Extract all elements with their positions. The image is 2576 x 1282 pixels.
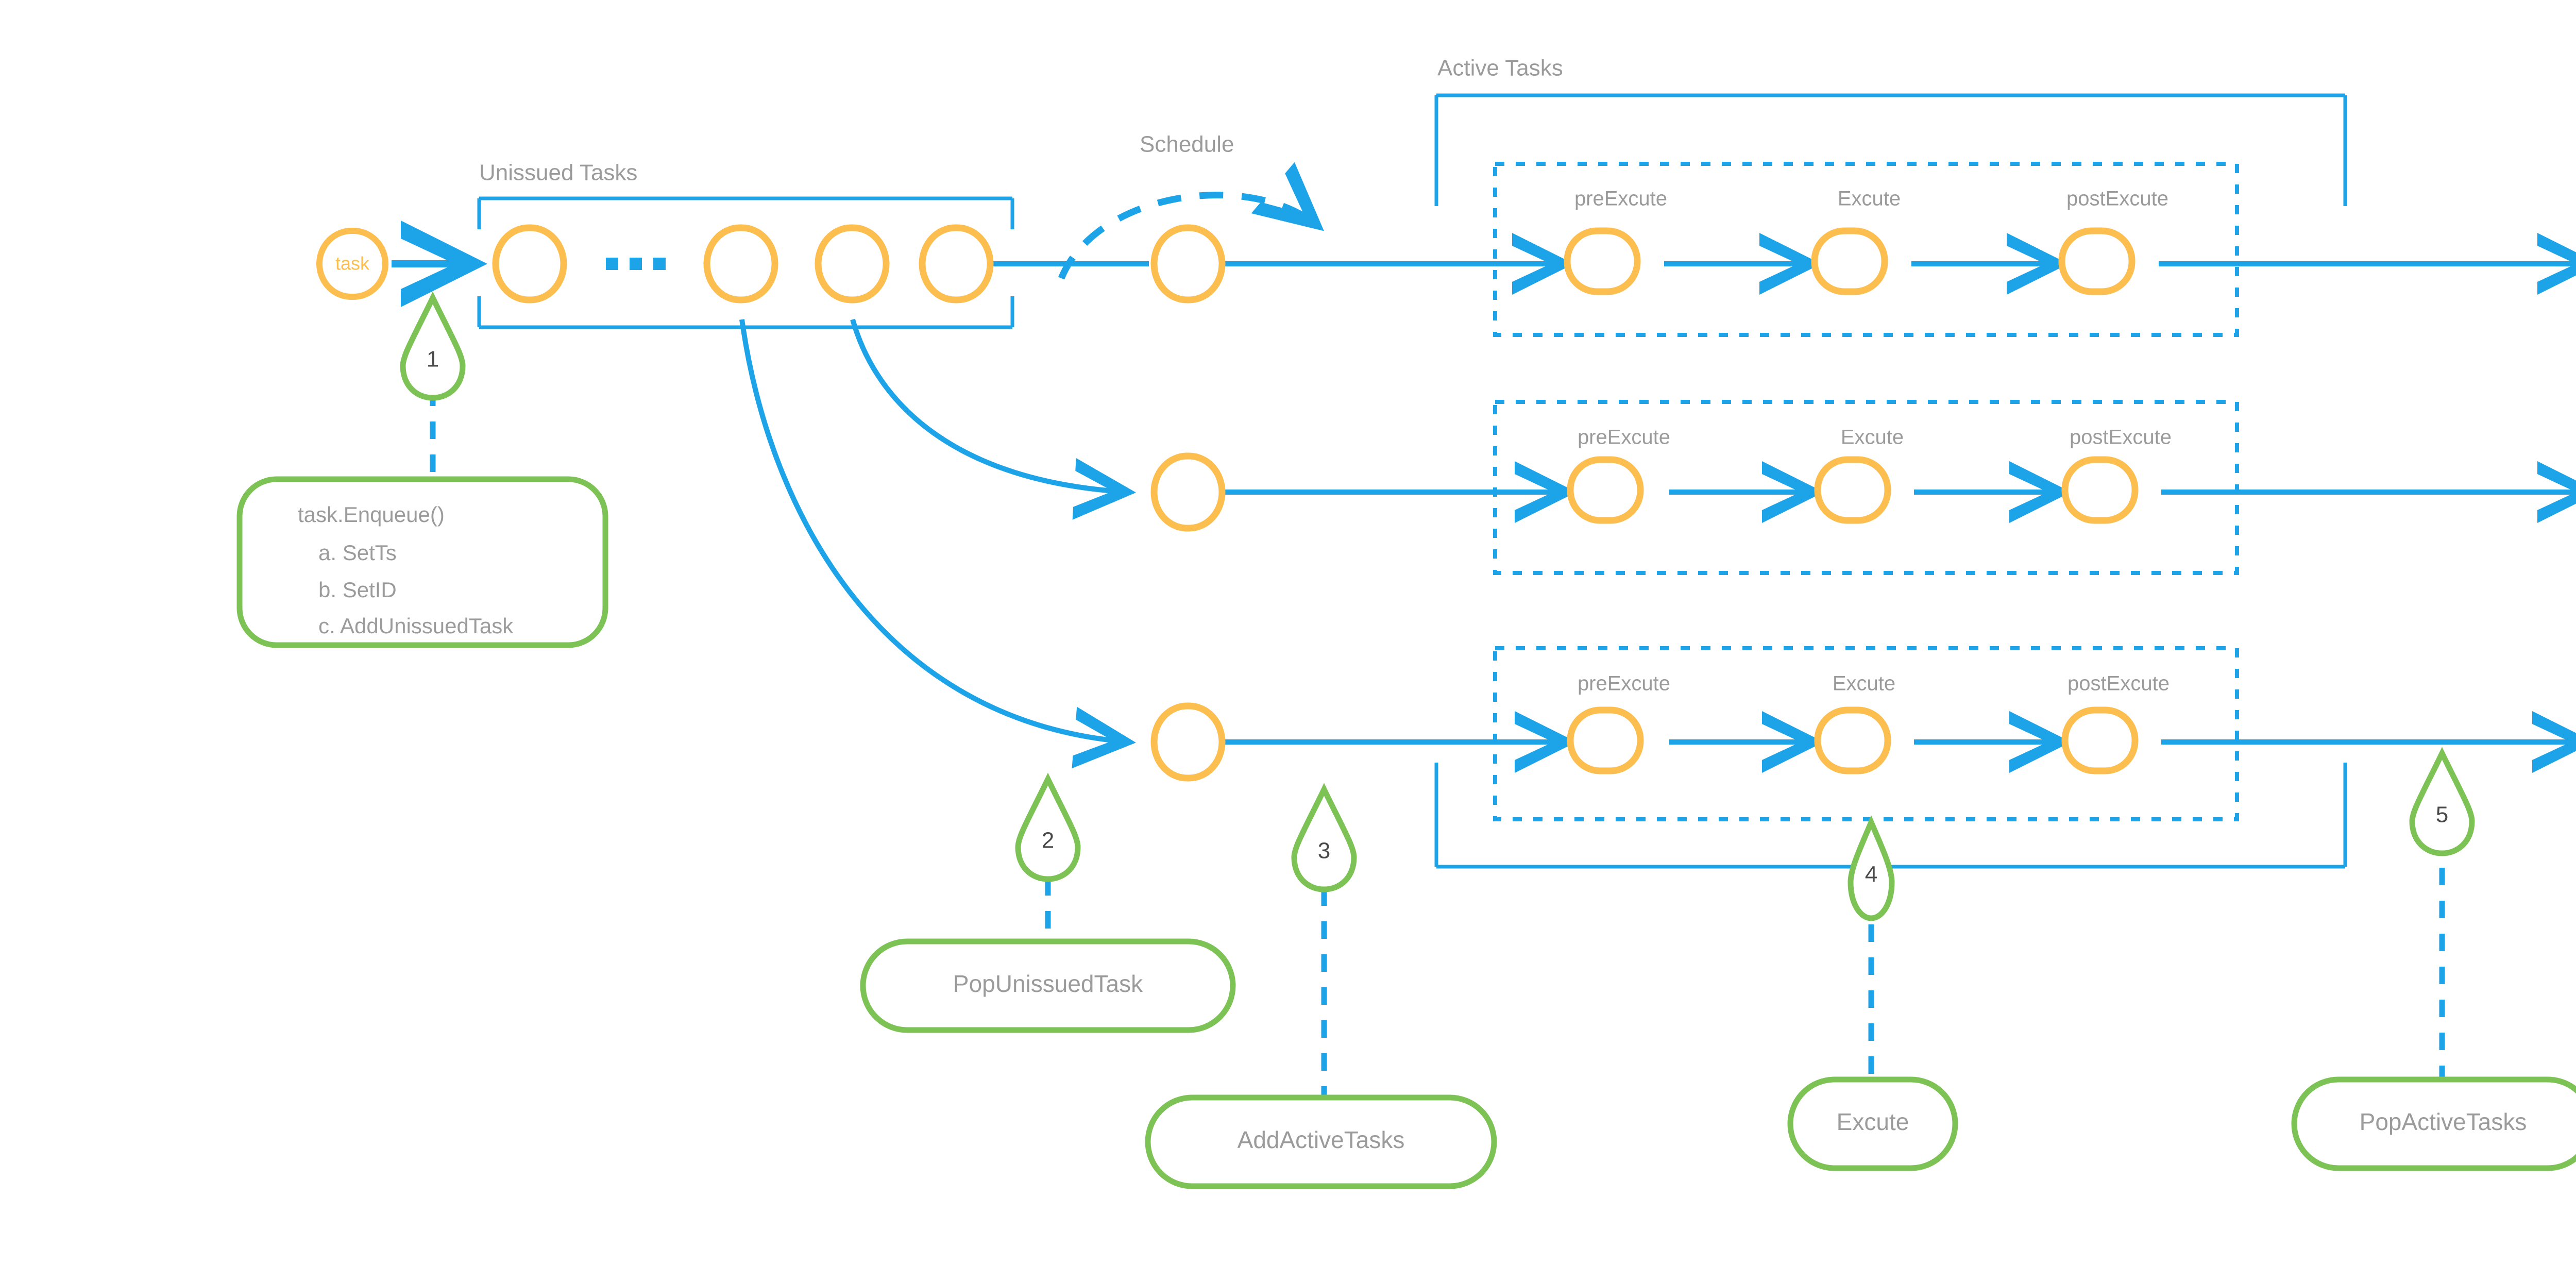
step-marker-4[interactable]: [1848, 815, 1895, 921]
callout-excute-label: Excute: [1837, 1108, 1909, 1135]
stage-node-excute-row2[interactable]: [1814, 456, 1891, 524]
queue-node-1[interactable]: [492, 224, 567, 303]
row3-flow: [739, 319, 2576, 773]
schedule-dashed-arrow: [1058, 162, 1324, 280]
stage-node-preexcute-row3[interactable]: [1567, 706, 1644, 774]
node-task[interactable]: [316, 228, 388, 300]
pipeline-dashed-box-row2: [1493, 400, 2239, 575]
stage-label-excute-row3: Excute: [1833, 672, 1895, 695]
schedule-label: Schedule: [1140, 132, 1234, 157]
callout-enqueue-box[interactable]: [236, 476, 608, 648]
queue-node-2[interactable]: [703, 224, 778, 303]
stage-node-preexcute-row1[interactable]: [1564, 227, 1641, 295]
stage-node-postexcute-row2[interactable]: [2061, 456, 2139, 524]
scheduled-node-row2[interactable]: [1150, 452, 1226, 532]
callout-pop-unissued-label: PopUnissuedTask: [953, 970, 1143, 997]
step-marker-5[interactable]: [2409, 747, 2475, 856]
callout-enqueue-item-c: c. AddUnissuedTask: [318, 614, 514, 638]
stage-node-postexcute-row1[interactable]: [2058, 227, 2136, 295]
callout-pop-active-pill[interactable]: [2291, 1076, 2576, 1171]
step-marker-1[interactable]: [400, 291, 466, 401]
callout-add-active-label: AddActiveTasks: [1238, 1126, 1405, 1153]
task-node-label: task: [335, 253, 370, 274]
pipeline-dashed-box-row3: [1493, 646, 2239, 821]
pipeline-dashed-box-row1: [1493, 162, 2239, 337]
callout-pop-active-label: PopActiveTasks: [2360, 1108, 2527, 1135]
step-marker-2[interactable]: [1015, 772, 1081, 882]
stage-label-excute-row2: Excute: [1841, 426, 1904, 449]
stage-label-preexcute-row2: preExcute: [1578, 426, 1670, 449]
active-tasks-label: Active Tasks: [1437, 56, 1563, 81]
callout-enqueue-title: task.Enqueue(): [298, 502, 445, 527]
queue-ellipsis-icon: [606, 258, 666, 270]
callout-add-active-pill[interactable]: [1145, 1094, 1497, 1189]
stage-label-preexcute-row3: preExcute: [1578, 672, 1670, 695]
step-marker-1-number: 1: [427, 347, 439, 372]
stage-label-excute-row1: Excute: [1838, 188, 1901, 210]
stage-label-postexcute-row1: postExcute: [2066, 188, 2168, 210]
step-marker-2-number: 2: [1042, 828, 1054, 853]
stage-node-excute-row3[interactable]: [1814, 706, 1891, 774]
callout-pop-unissued-pill[interactable]: [860, 938, 1236, 1033]
stage-node-excute-row1[interactable]: [1811, 227, 1888, 295]
step-marker-4-number: 4: [1865, 862, 1877, 887]
scheduled-node-row3[interactable]: [1150, 702, 1226, 782]
step-marker-5-number: 5: [2436, 802, 2448, 828]
callout-enqueue-item-b: b. SetID: [318, 578, 397, 602]
stage-label-postexcute-row3: postExcute: [2067, 672, 2170, 695]
step-marker-3[interactable]: [1291, 783, 1357, 892]
stage-label-preexcute-row1: preExcute: [1574, 188, 1667, 210]
scheduled-node-row1[interactable]: [1150, 224, 1226, 303]
stage-node-preexcute-row2[interactable]: [1567, 456, 1644, 524]
queue-node-3[interactable]: [815, 224, 890, 303]
row2-flow: [850, 318, 2576, 523]
step-marker-3-number: 3: [1318, 838, 1330, 864]
queue-node-4[interactable]: [919, 224, 994, 303]
active-tasks-bracket: [1434, 93, 2347, 869]
unissued-tasks-bracket: [477, 196, 1014, 329]
callout-excute-pill[interactable]: [1787, 1076, 1958, 1171]
callout-enqueue-item-a: a. SetTs: [318, 541, 397, 565]
stage-label-postexcute-row2: postExcute: [2070, 426, 2172, 449]
unissued-tasks-label: Unissued Tasks: [479, 160, 637, 185]
stage-node-postexcute-row3[interactable]: [2061, 706, 2139, 774]
